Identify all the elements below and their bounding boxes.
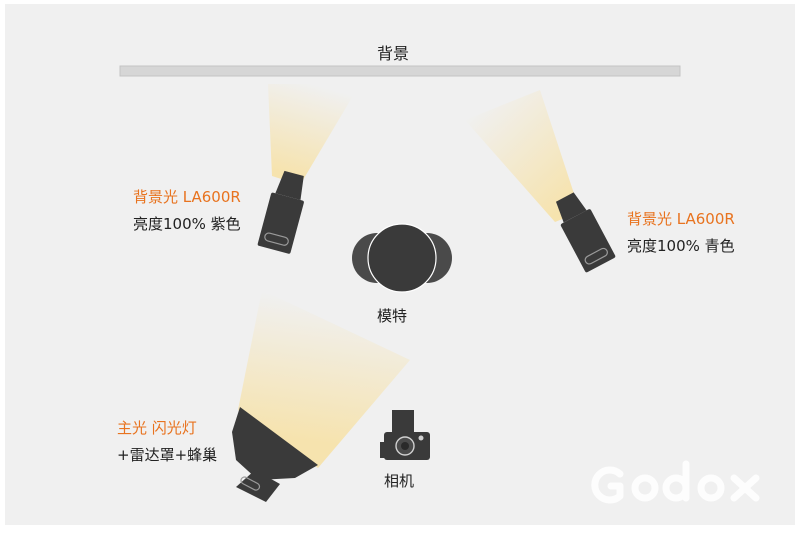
background-label: 背景 (377, 44, 410, 63)
background-bar (119, 65, 681, 77)
key-light-detail: +雷达罩+蜂巢 (117, 446, 218, 464)
back-light-left-detail: 亮度100% 紫色 (133, 215, 241, 233)
back-light-right-title: 背景光 LA600R (627, 210, 735, 228)
key-light-title: 主光 闪光灯 (117, 419, 197, 437)
back-light-left-title: 背景光 LA600R (133, 188, 241, 206)
back-light-left-beam (268, 84, 360, 185)
camera-label: 相机 (384, 472, 415, 490)
key-light-beam (238, 290, 410, 468)
back-light-right (555, 192, 616, 273)
model (352, 223, 452, 293)
godox-logo (591, 460, 760, 504)
key-light (232, 407, 318, 502)
back-light-left (257, 170, 304, 254)
back-light-right-detail: 亮度100% 青色 (627, 237, 735, 255)
back-light-right-beam (465, 90, 580, 222)
model-label: 模特 (377, 307, 408, 325)
camera-icon (380, 410, 430, 460)
